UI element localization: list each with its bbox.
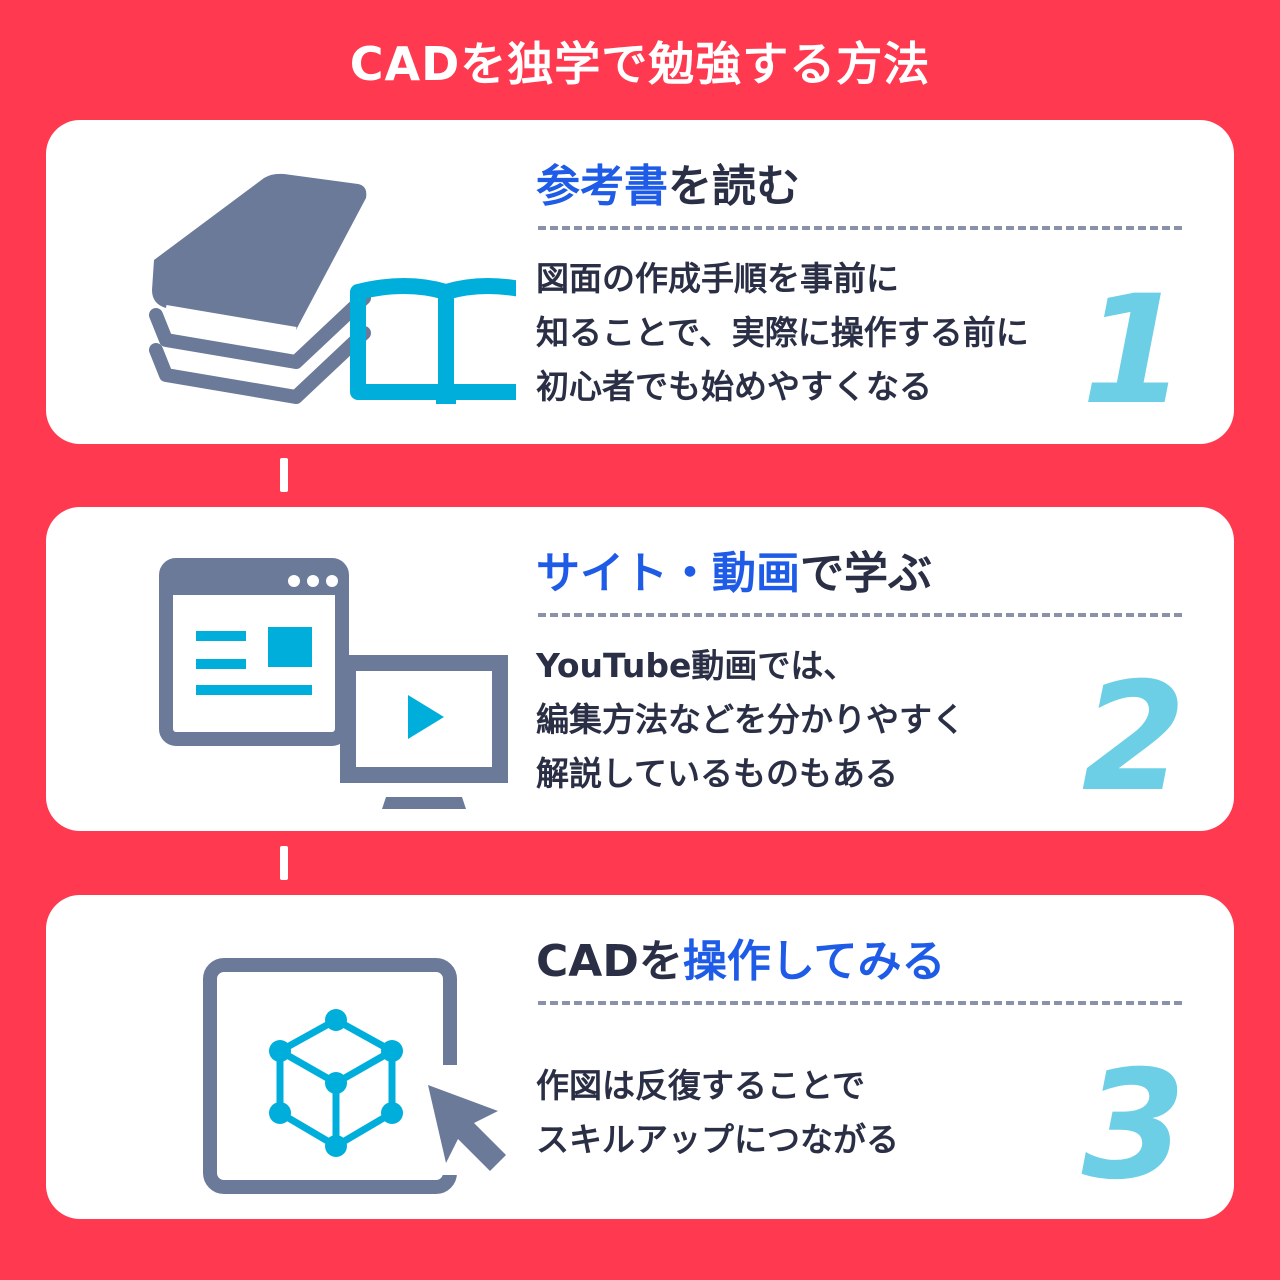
body-line: 知ることで、実際に操作する前に: [536, 313, 1029, 352]
dashed-divider: [538, 226, 1182, 230]
card-heading: 参考書を読む: [536, 150, 800, 214]
step-number: 2: [1081, 651, 1186, 825]
connector-line: [280, 458, 288, 492]
body-line: 初心者でも始めやすくなる: [536, 367, 932, 406]
cad-cube-cursor-icon: [203, 958, 506, 1194]
body-line: スキルアップにつながる: [536, 1120, 899, 1159]
card-body: 図面の作成手順を事前に 知ることで、実際に操作する前に 初心者でも始めやすくなる: [536, 252, 1096, 414]
page-title: CADを独学で勉強する方法: [349, 37, 931, 91]
heading-highlight: サイト・動画: [536, 548, 800, 599]
step-number: 3: [1081, 1039, 1186, 1213]
body-line: 図面の作成手順を事前に: [536, 259, 899, 298]
body-line: 作図は反復することで: [536, 1066, 866, 1105]
step-card-3: CADを操作してみる 作図は反復することで スキルアップにつながる 3: [46, 895, 1234, 1219]
body-line: 解説しているものもある: [536, 754, 899, 793]
heading-prefix: CADを: [536, 936, 683, 987]
heading-highlight: 参考書: [536, 161, 668, 212]
card-heading: サイト・動画で学ぶ: [536, 537, 932, 601]
books-icon: [149, 173, 516, 404]
body-line: YouTube動画では、: [536, 646, 857, 685]
step-card-1: 参考書を読む 図面の作成手順を事前に 知ることで、実際に操作する前に 初心者でも…: [46, 120, 1234, 444]
heading-highlight: 操作してみる: [682, 936, 946, 987]
body-line: 編集方法などを分かりやすく: [536, 700, 965, 739]
step-card-2: サイト・動画で学ぶ YouTube動画では、 編集方法などを分かりやすく 解説し…: [46, 507, 1234, 831]
step-number: 1: [1081, 264, 1186, 438]
heading-rest: で学ぶ: [800, 548, 932, 599]
dashed-divider: [538, 613, 1182, 617]
card-body: YouTube動画では、 編集方法などを分かりやすく 解説しているものもある: [536, 639, 1096, 801]
card-heading: CADを操作してみる: [536, 925, 946, 989]
connector-line: [280, 846, 288, 880]
card-body: 作図は反復することで スキルアップにつながる: [536, 1059, 1096, 1167]
dashed-divider: [538, 1001, 1182, 1005]
website-video-icon: [159, 558, 510, 809]
heading-rest: を読む: [668, 161, 800, 212]
